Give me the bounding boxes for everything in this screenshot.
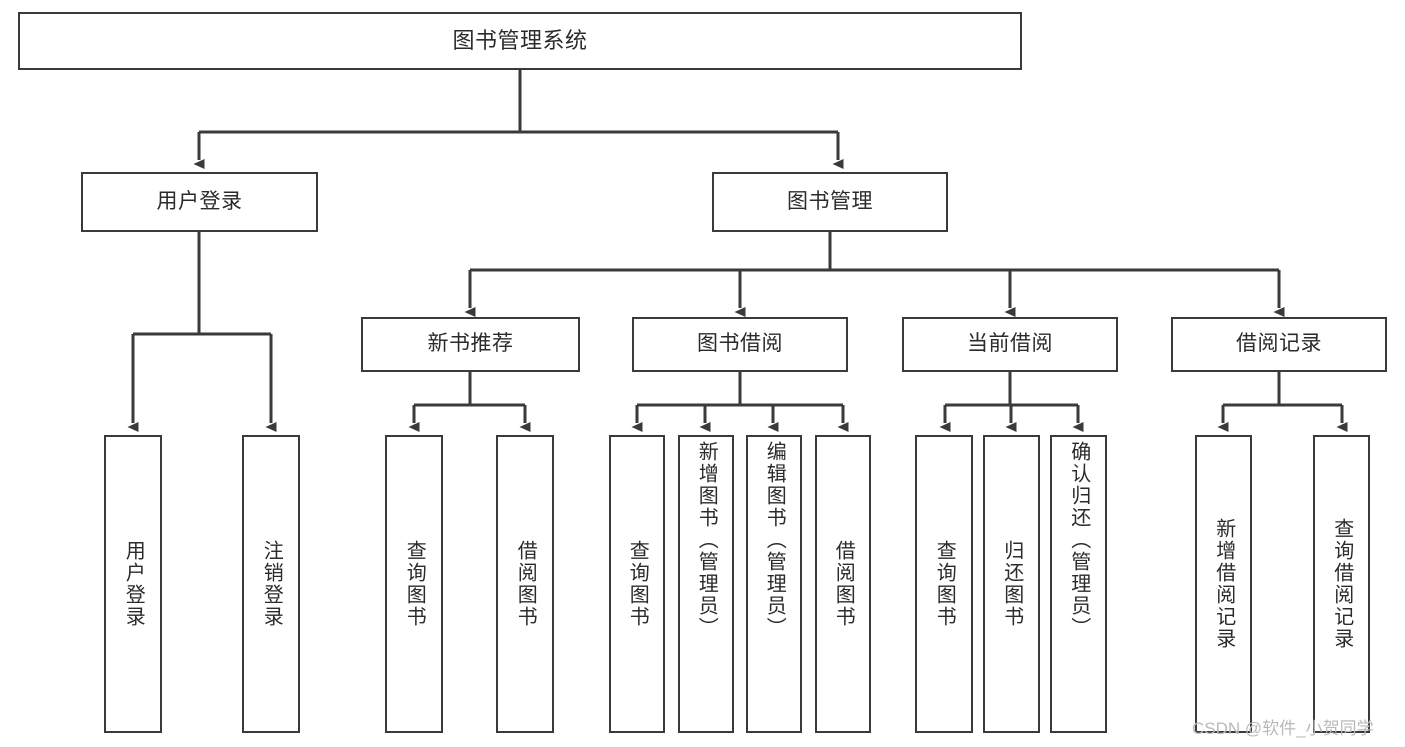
node-root-label: 图书管理系统 xyxy=(452,28,588,54)
leaf-borrow-book-1[interactable]: 借阅图书 xyxy=(496,435,554,733)
leaf-query-record-label: 查询借阅记录 xyxy=(1330,518,1353,650)
leaf-edit-book[interactable]: 编辑图书（管理员） xyxy=(746,435,802,733)
leaf-user-login-label: 用户登录 xyxy=(122,540,145,628)
node-user-login-label: 用户登录 xyxy=(156,189,243,213)
leaf-confirm-return-label: 确认归还（管理员） xyxy=(1067,441,1090,639)
node-current-borrow-label: 当前借阅 xyxy=(967,332,1053,356)
leaf-logout[interactable]: 注销登录 xyxy=(242,435,300,733)
leaf-borrow-book-2-label: 借阅图书 xyxy=(832,540,855,628)
leaf-return-book-label: 归还图书 xyxy=(1000,540,1023,628)
leaf-query-record[interactable]: 查询借阅记录 xyxy=(1313,435,1370,733)
node-root[interactable]: 图书管理系统 xyxy=(18,12,1022,70)
node-user-login[interactable]: 用户登录 xyxy=(81,172,318,232)
node-borrow-record[interactable]: 借阅记录 xyxy=(1171,317,1387,372)
leaf-query-book-3[interactable]: 查询图书 xyxy=(915,435,973,733)
leaf-query-book-3-label: 查询图书 xyxy=(933,540,956,628)
node-book-manage-label: 图书管理 xyxy=(787,189,873,213)
node-new-book-rec-label: 新书推荐 xyxy=(427,332,514,356)
leaf-query-book-1[interactable]: 查询图书 xyxy=(385,435,443,733)
leaf-add-book[interactable]: 新增图书（管理员） xyxy=(678,435,734,733)
node-current-borrow[interactable]: 当前借阅 xyxy=(902,317,1118,372)
watermark: CSDN @软件_小贺同学 xyxy=(1192,719,1374,738)
node-new-book-rec[interactable]: 新书推荐 xyxy=(361,317,580,372)
leaf-add-book-label: 新增图书（管理员） xyxy=(695,441,718,639)
leaf-user-login[interactable]: 用户登录 xyxy=(104,435,162,733)
leaf-add-record[interactable]: 新增借阅记录 xyxy=(1195,435,1252,733)
leaf-return-book[interactable]: 归还图书 xyxy=(983,435,1040,733)
node-book-borrow-label: 图书借阅 xyxy=(697,332,783,356)
leaf-borrow-book-2[interactable]: 借阅图书 xyxy=(815,435,871,733)
node-book-borrow[interactable]: 图书借阅 xyxy=(632,317,848,372)
leaf-add-record-label: 新增借阅记录 xyxy=(1212,518,1235,650)
node-book-manage[interactable]: 图书管理 xyxy=(712,172,948,232)
leaf-logout-label: 注销登录 xyxy=(260,540,283,628)
node-borrow-record-label: 借阅记录 xyxy=(1236,332,1322,356)
leaf-query-book-2[interactable]: 查询图书 xyxy=(609,435,665,733)
leaf-edit-book-label: 编辑图书（管理员） xyxy=(763,441,786,639)
leaf-confirm-return[interactable]: 确认归还（管理员） xyxy=(1050,435,1107,733)
leaf-query-book-2-label: 查询图书 xyxy=(626,540,649,628)
leaf-query-book-1-label: 查询图书 xyxy=(403,540,426,628)
leaf-borrow-book-1-label: 借阅图书 xyxy=(514,540,537,628)
